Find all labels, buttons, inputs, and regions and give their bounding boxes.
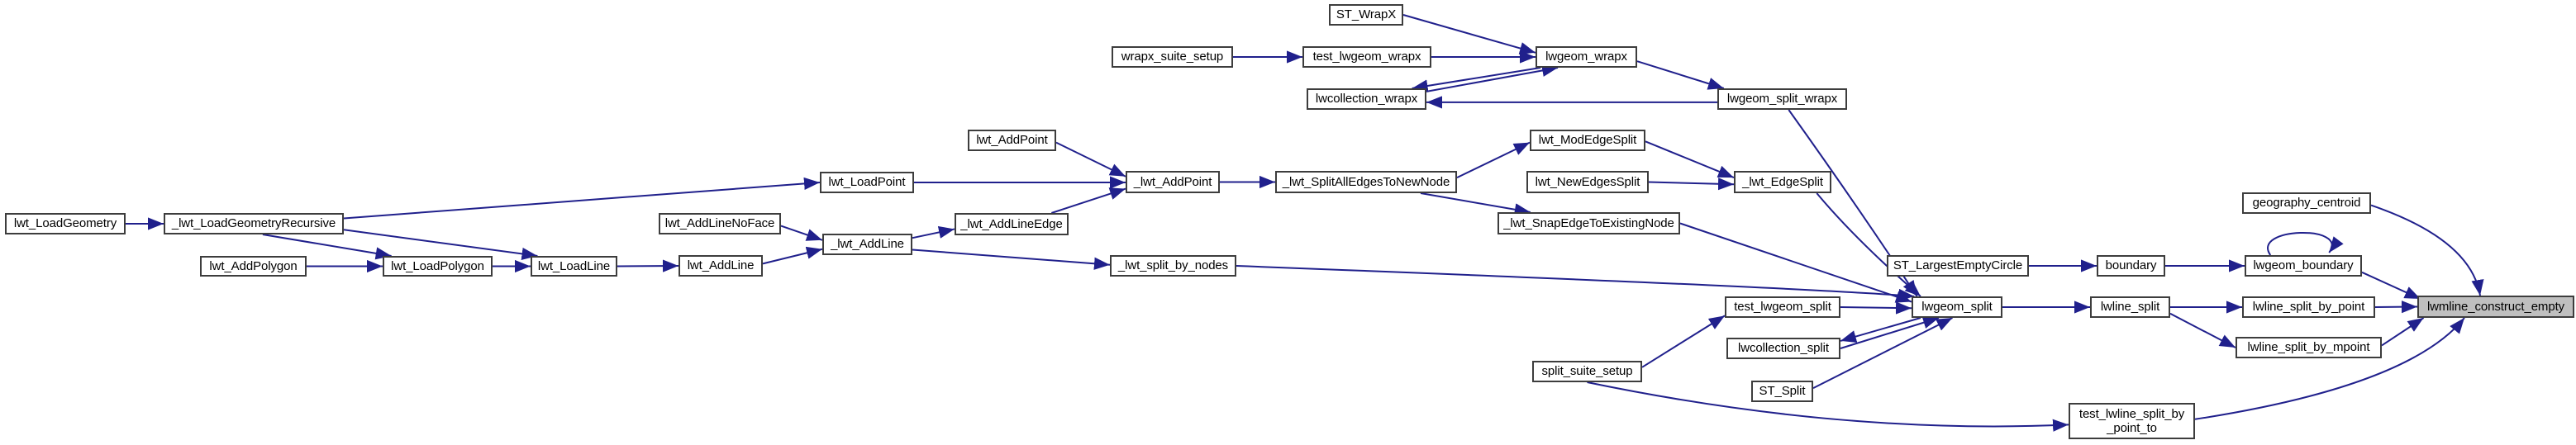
function-node-_lwt_EdgeSplit[interactable]: _lwt_EdgeSplit [1734, 171, 1831, 193]
function-node-test_lwgeom_split[interactable]: test_lwgeom_split [1725, 296, 1840, 318]
edge-_lwt_EdgeSplit-to-lwgeom_split [1816, 192, 1921, 297]
edge-lwcollection_wrapx-to-lwgeom_wrapx [1426, 64, 1559, 92]
function-node-lwt_LoadPolygon[interactable]: lwt_LoadPolygon [383, 256, 493, 277]
edge-lwgeom_boundary-to-lwmline_construct_empty [2361, 271, 2421, 300]
edge-_lwt_AddLineEdge-to-_lwt_AddPoint [1050, 187, 1126, 214]
edge-split_suite_setup-to-test_lwgeom_split [1641, 315, 1726, 368]
function-node-geography_centroid[interactable]: geography_centroid [2242, 192, 2371, 214]
edge-ST_WrapX-to-lwgeom_wrapx [1402, 14, 1536, 54]
edge-_lwt_SplitAllEdgesToNewNode-to-lwt_ModEdgeSplit [1456, 141, 1531, 179]
edge-lwt_NewEdgesSplit-to-_lwt_EdgeSplit [1648, 178, 1735, 191]
function-node-lwcollection_split[interactable]: lwcollection_split [1726, 338, 1840, 359]
edge-_lwt_LoadGeometryRecursive-to-lwt_LoadPolygon [262, 234, 392, 260]
function-node-lwgeom_boundary[interactable]: lwgeom_boundary [2245, 255, 2362, 277]
target-function-node-lwmline_construct_empty: lwmline_construct_empty [2417, 296, 2574, 318]
function-node-lwt_LoadGeometry[interactable]: lwt_LoadGeometry [5, 213, 126, 234]
edge-_lwt_SplitAllEdgesToNewNode-to-_lwt_SnapEdgeToExistingNode [1420, 192, 1531, 216]
edge-lwgeom_boundary-to-lwgeom_boundary [2267, 231, 2344, 256]
edge-lwline_split_by_mpoint-to-lwmline_construct_empty [2381, 317, 2425, 347]
function-node-_lwt_SnapEdgeToExistingNode[interactable]: _lwt_SnapEdgeToExistingNode [1498, 212, 1680, 234]
edge-lwline_split-to-lwline_split_by_mpoint [2169, 312, 2236, 348]
function-node-ST_WrapX[interactable]: ST_WrapX [1329, 4, 1403, 26]
function-node-lwt_AddPolygon[interactable]: lwt_AddPolygon [200, 256, 307, 277]
function-node-lwt_NewEdgesSplit[interactable]: lwt_NewEdgesSplit [1526, 171, 1649, 193]
function-node-_lwt_AddLine[interactable]: _lwt_AddLine [822, 234, 912, 255]
function-node-lwt_LoadPoint[interactable]: lwt_LoadPoint [820, 172, 914, 193]
edge-_lwt_SnapEdgeToExistingNode-to-lwgeom_split [1679, 222, 1912, 303]
edge-lwt_ModEdgeSplit-to-_lwt_EdgeSplit [1645, 140, 1735, 179]
function-node-test_lwgeom_wrapx[interactable]: test_lwgeom_wrapx [1302, 46, 1431, 68]
function-node-lwt_LoadLine[interactable]: lwt_LoadLine [531, 256, 617, 277]
function-node-wrapx_suite_setup[interactable]: wrapx_suite_setup [1112, 46, 1233, 68]
function-node-split_suite_setup[interactable]: split_suite_setup [1532, 361, 1642, 382]
function-node-lwt_AddLineNoFace[interactable]: lwt_AddLineNoFace [659, 213, 781, 234]
edge-lwt_AddLineNoFace-to-_lwt_AddLine [780, 225, 823, 241]
edge-geography_centroid-to-lwmline_construct_empty [2370, 204, 2484, 296]
edge-_lwt_LoadGeometryRecursive-to-lwt_LoadPoint [343, 177, 821, 220]
edge-test_lwgeom_split-to-lwgeom_split [1840, 301, 1912, 315]
function-node-lwgeom_wrapx[interactable]: lwgeom_wrapx [1536, 46, 1637, 68]
function-node-_lwt_AddLineEdge[interactable]: _lwt_AddLineEdge [955, 213, 1069, 235]
edge-lwt_AddLine-to-_lwt_AddLine [762, 246, 823, 265]
edge-_lwt_split_by_nodes-to-lwgeom_split [1236, 265, 1915, 301]
function-node-_lwt_AddPoint[interactable]: _lwt_AddPoint [1126, 171, 1220, 193]
edge-lwgeom_wrapx-to-lwgeom_split_wrapx [1636, 60, 1725, 90]
function-node-_lwt_split_by_nodes[interactable]: _lwt_split_by_nodes [1110, 255, 1236, 277]
function-node-ST_LargestEmptyCircle[interactable]: ST_LargestEmptyCircle [1887, 255, 2029, 277]
edge-test_lwline_split_by_point_to-to-lwmline_construct_empty [2194, 317, 2465, 420]
edge-lwt_AddPoint-to-_lwt_AddPoint [1055, 141, 1126, 178]
function-node-lwt_AddPoint[interactable]: lwt_AddPoint [968, 130, 1056, 151]
function-node-lwline_split_by_mpoint[interactable]: lwline_split_by_mpoint [2236, 337, 2382, 358]
edge-lwline_split_by_point-to-lwmline_construct_empty [2374, 301, 2418, 314]
edge-_lwt_LoadGeometryRecursive-to-lwt_LoadLine [343, 229, 538, 260]
function-node-boundary[interactable]: boundary [2097, 255, 2165, 277]
edge-split_suite_setup-to-test_lwline_split_by_point_to [1587, 381, 2069, 432]
edge-lwt_LoadLine-to-lwt_AddLine [617, 259, 679, 272]
function-node-ST_Split[interactable]: ST_Split [1751, 381, 1813, 402]
function-node-_lwt_SplitAllEdgesToNewNode[interactable]: _lwt_SplitAllEdgesToNewNode [1275, 171, 1457, 193]
function-node-lwline_split[interactable]: lwline_split [2090, 296, 2170, 318]
function-node-lwgeom_split_wrapx[interactable]: lwgeom_split_wrapx [1717, 88, 1847, 110]
edge-_lwt_AddLine-to-_lwt_split_by_nodes [912, 249, 1111, 270]
edge-lwgeom_wrapx-to-lwcollection_wrapx [1412, 67, 1541, 92]
edge-_lwt_AddLine-to-_lwt_AddLineEdge [912, 225, 955, 239]
edge-ST_Split-to-lwgeom_split [1812, 317, 1953, 389]
function-node-lwline_split_by_point[interactable]: lwline_split_by_point [2242, 296, 2375, 318]
function-node-lwt_AddLine[interactable]: lwt_AddLine [679, 255, 763, 277]
function-node-test_lwline_split_by_point_to[interactable]: test_lwline_split_by _point_to [2069, 403, 2195, 439]
function-node-lwgeom_split[interactable]: lwgeom_split [1912, 296, 2002, 318]
function-node-lwt_ModEdgeSplit[interactable]: lwt_ModEdgeSplit [1530, 130, 1645, 151]
edge-lwgeom_split-to-lwcollection_split [1840, 317, 1921, 343]
edge-lwcollection_split-to-lwgeom_split [1840, 316, 1940, 349]
function-node-_lwt_LoadGeometryRecursive[interactable]: _lwt_LoadGeometryRecursive [164, 213, 344, 234]
function-node-lwcollection_wrapx[interactable]: lwcollection_wrapx [1307, 88, 1426, 110]
